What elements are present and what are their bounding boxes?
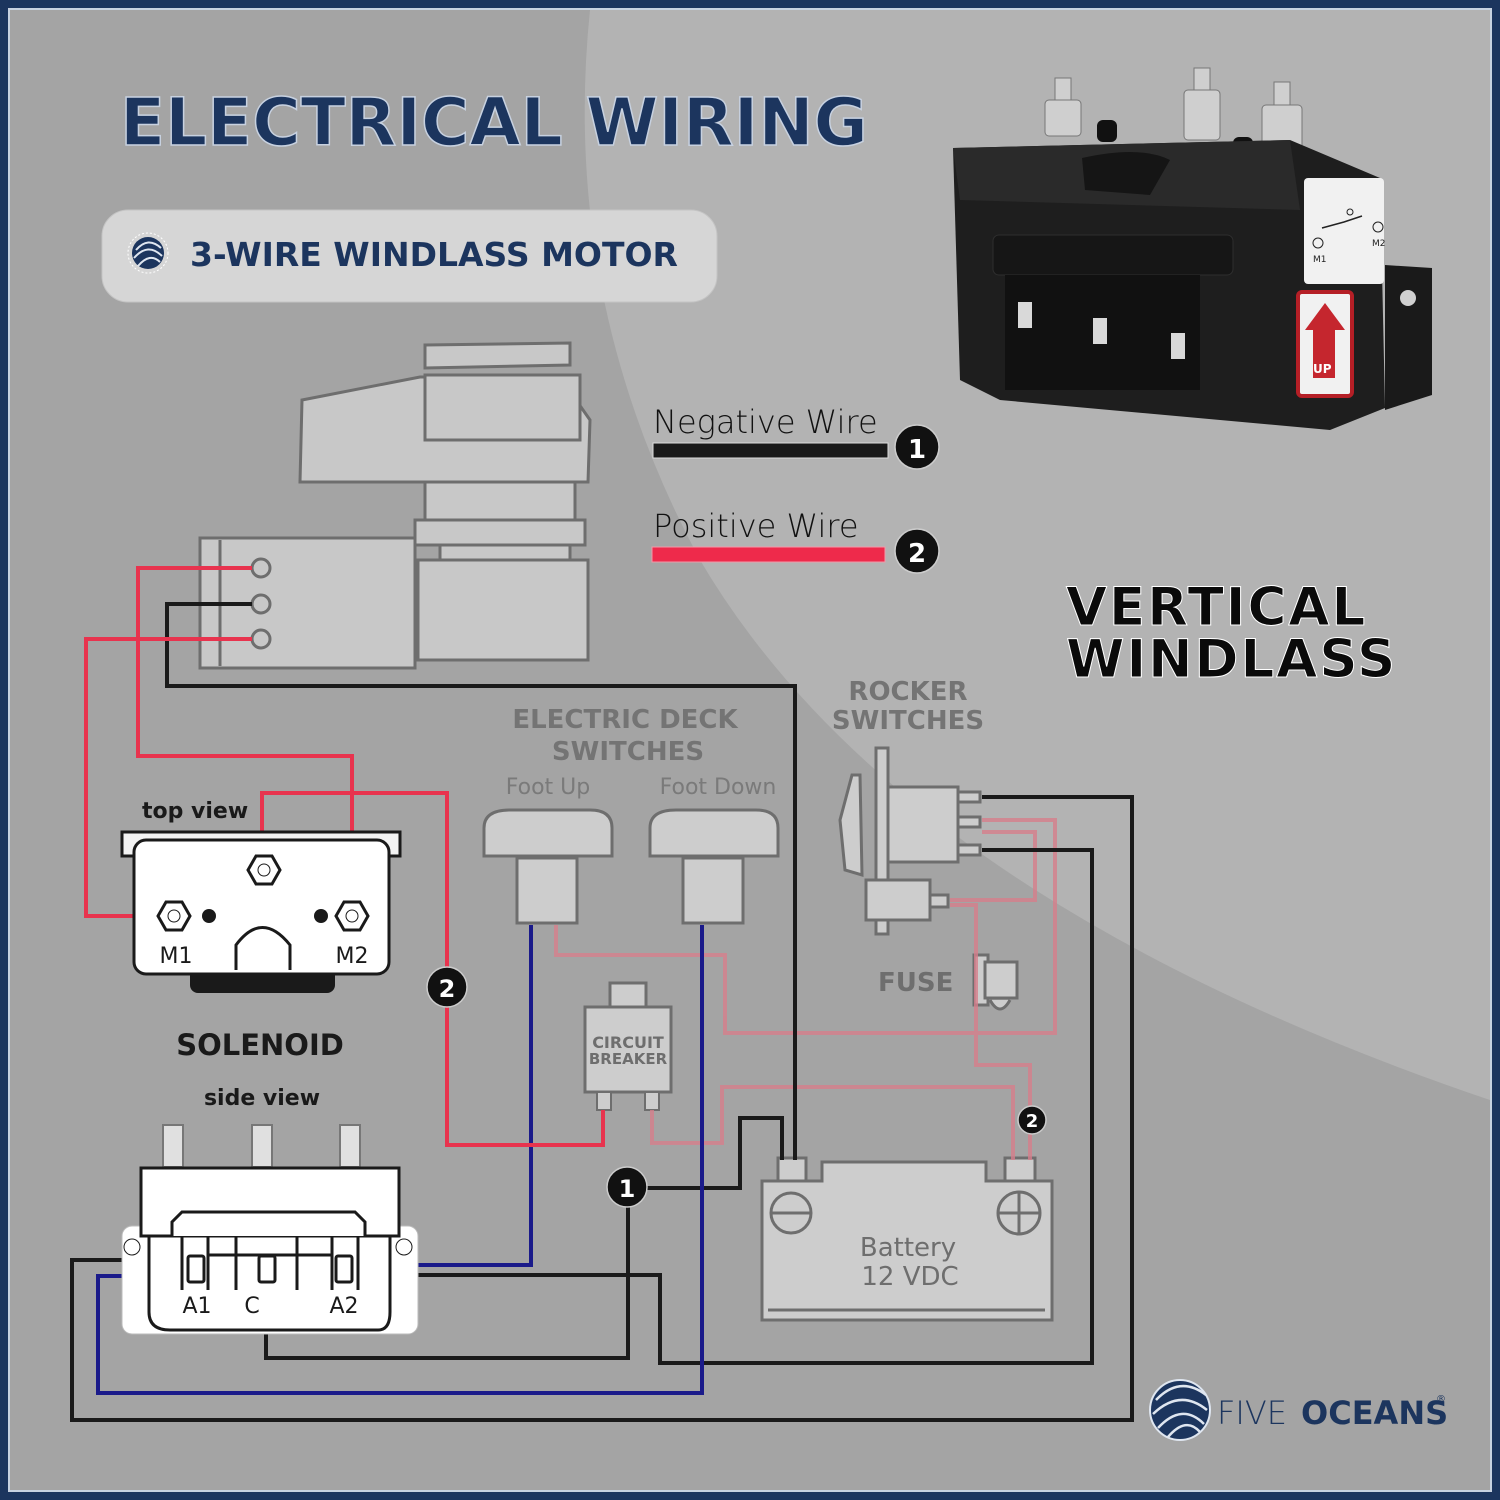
legend-positive-wire: Positive Wire 2 [651, 507, 940, 574]
legend: Negative Wire 1 Positive Wire 2 [651, 403, 940, 574]
circuit-breaker-line1: CIRCUIT [592, 1033, 664, 1052]
top-view-label: top view [142, 799, 248, 824]
positive-control-wires [554, 818, 1057, 1160]
battery-label: Battery [860, 1233, 956, 1263]
rocker-switches-title-line2: SWITCHES [832, 706, 984, 736]
solenoid-top-view: top view M1 M2 [120, 799, 402, 993]
product-label-line1: VERTICAL [1066, 577, 1367, 638]
registered-mark: ® [1436, 1394, 1446, 1405]
solenoid-product-photo: M1 M2 UP [953, 67, 1432, 430]
battery-positive-marker: 2 [1017, 1105, 1047, 1135]
sticker-m2-label: M2 [1372, 239, 1386, 249]
negative-wires [70, 602, 1134, 1422]
circuit-breaker-line2: BREAKER [589, 1050, 668, 1068]
deck-switches-title-line2: SWITCHES [552, 737, 704, 767]
foot-down-switch [648, 808, 780, 925]
positive-marker-number: 2 [439, 975, 456, 1003]
up-arrow-sticker: UP [1296, 290, 1354, 398]
rocker-switch [838, 746, 982, 936]
brand-name-bold: OCEANS [1301, 1394, 1448, 1432]
terminal-stud [1044, 67, 1303, 151]
legend-positive-number: 2 [908, 539, 926, 569]
circuit-breaker: CIRCUIT BREAKER [583, 981, 673, 1111]
page-title: ELECTRICAL WIRING [120, 84, 868, 161]
fiveoceans-wave-logo-icon [1149, 1379, 1211, 1441]
product-label-line2: WINDLASS [1066, 629, 1397, 690]
terminal-c-label: C [244, 1294, 259, 1319]
terminal-nut-m1 [156, 900, 192, 932]
legend-negative-wire: Negative Wire 1 [652, 403, 940, 470]
battery-negative-icon [769, 1191, 813, 1235]
solenoid-title: SOLENOID [176, 1028, 344, 1062]
terminal-a2-label: A2 [329, 1294, 358, 1319]
negative-marker-number: 1 [619, 1175, 636, 1203]
up-arrow-icon [1305, 303, 1345, 378]
wiring-diagram-canvas: ELECTRICAL WIRING 3-WIRE WINDLASS MOTOR [8, 8, 1492, 1492]
brand-name-light: FIVE [1217, 1394, 1287, 1432]
legend-negative-label: Negative Wire [653, 403, 878, 441]
wiring-sticker: M1 M2 [1304, 178, 1386, 284]
brand-logo: FIVE OCEANS ® [1149, 1379, 1448, 1441]
windlass-illustration [198, 341, 592, 670]
side-view-label: side view [204, 1086, 320, 1111]
negative-marker: 1 [606, 1166, 648, 1208]
foot-up-switch [482, 808, 614, 925]
fuse-label: FUSE [878, 968, 953, 998]
fuse-icon [972, 953, 1019, 1011]
terminal-nut-top [246, 854, 282, 886]
positive-marker: 2 [426, 966, 468, 1008]
up-label: UP [1313, 362, 1332, 376]
fiveoceans-wave-logo-icon [127, 232, 169, 274]
subtitle-pill-label: 3-WIRE WINDLASS MOTOR [190, 235, 678, 274]
terminal-nut-m2 [334, 900, 370, 932]
terminal-m1-label: M1 [160, 944, 193, 969]
solenoid-side-view: A1 C A2 [121, 1124, 419, 1335]
legend-positive-label: Positive Wire [653, 507, 859, 545]
legend-negative-number: 1 [908, 435, 926, 465]
terminal-a1-label: A1 [182, 1294, 211, 1319]
battery-positive-icon [996, 1190, 1042, 1236]
foot-down-label: Foot Down [660, 775, 777, 800]
rocker-switches-title-line1: ROCKER [848, 677, 967, 707]
sticker-m1-label: M1 [1313, 255, 1327, 265]
foot-up-label: Foot Up [506, 775, 590, 800]
terminal-m2-label: M2 [336, 944, 369, 969]
battery-voltage: 12 VDC [861, 1262, 958, 1292]
subtitle-pill: 3-WIRE WINDLASS MOTOR [101, 209, 718, 303]
battery: Battery 12 VDC [760, 1156, 1054, 1322]
battery-positive-marker-number: 2 [1026, 1111, 1039, 1132]
deck-switches-title-line1: ELECTRIC DECK [512, 705, 738, 735]
